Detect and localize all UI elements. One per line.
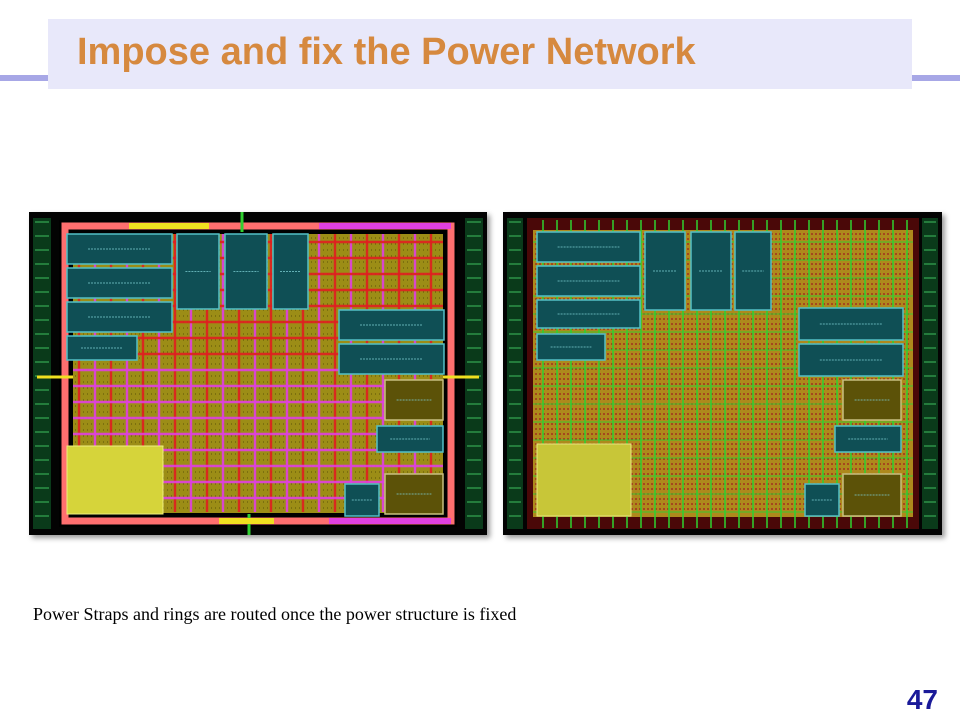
macro-block: [384, 473, 444, 515]
io-pin-strip: [507, 218, 523, 529]
macro-block: [842, 473, 902, 517]
title-band: [48, 19, 912, 89]
chip-layout-power-grid-icon: [33, 212, 483, 535]
layout-image-power-straps: [503, 212, 942, 535]
title-rule-right: [912, 75, 960, 81]
chip-layout-power-straps-icon: [507, 218, 938, 529]
io-pin-strip: [465, 218, 483, 529]
soft-block: [536, 443, 632, 517]
macro-block: [842, 379, 902, 421]
soft-block: [66, 445, 164, 515]
title-rule-left: [0, 75, 50, 81]
macro-block: [338, 309, 445, 341]
macro-block: [536, 333, 606, 361]
macro-block: [384, 379, 444, 421]
slide-title: Impose and fix the Power Network: [77, 31, 696, 73]
page-number: 47: [906, 684, 938, 715]
slide-caption: Power Straps and rings are routed once t…: [33, 604, 517, 624]
io-pin-strip: [33, 218, 51, 529]
io-pin-strip: [922, 218, 938, 529]
layout-image-power-grid: [29, 212, 487, 535]
